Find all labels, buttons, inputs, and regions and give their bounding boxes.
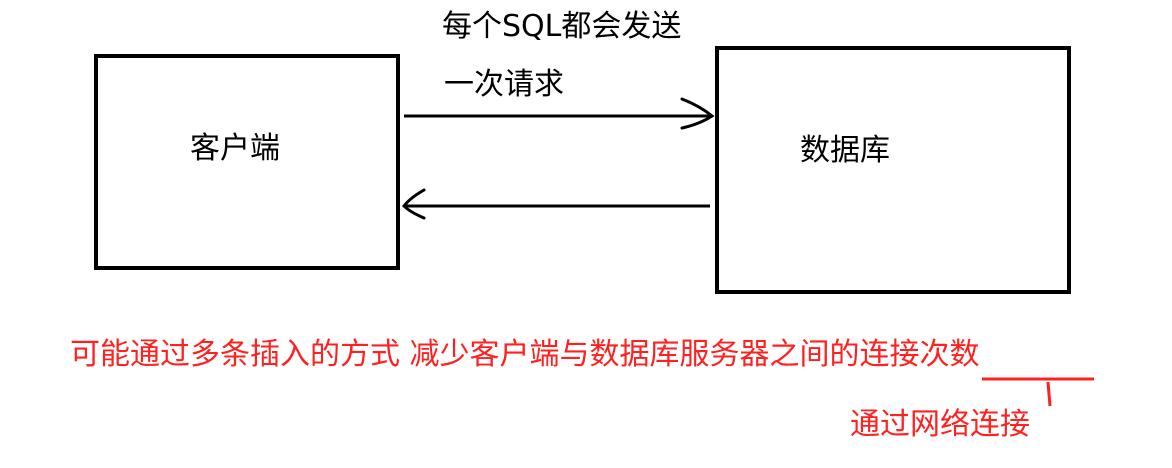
network-connection-note: 通过网络连接 — [850, 407, 1030, 442]
request-note-line1: 每个SQL都会发送 — [442, 9, 682, 44]
request-arrow — [404, 97, 715, 130]
response-arrow — [402, 188, 710, 220]
database-label: 数据库 — [800, 133, 890, 168]
client-box — [94, 54, 400, 270]
client-label: 客户端 — [190, 131, 280, 166]
request-note-line2: 一次请求 — [444, 67, 564, 102]
database-box — [715, 46, 1071, 294]
summary-annotation: 可能通过多条插入的方式 减少客户端与数据库服务器之间的连接次数 — [70, 337, 980, 372]
pointer-tick — [1046, 381, 1052, 407]
